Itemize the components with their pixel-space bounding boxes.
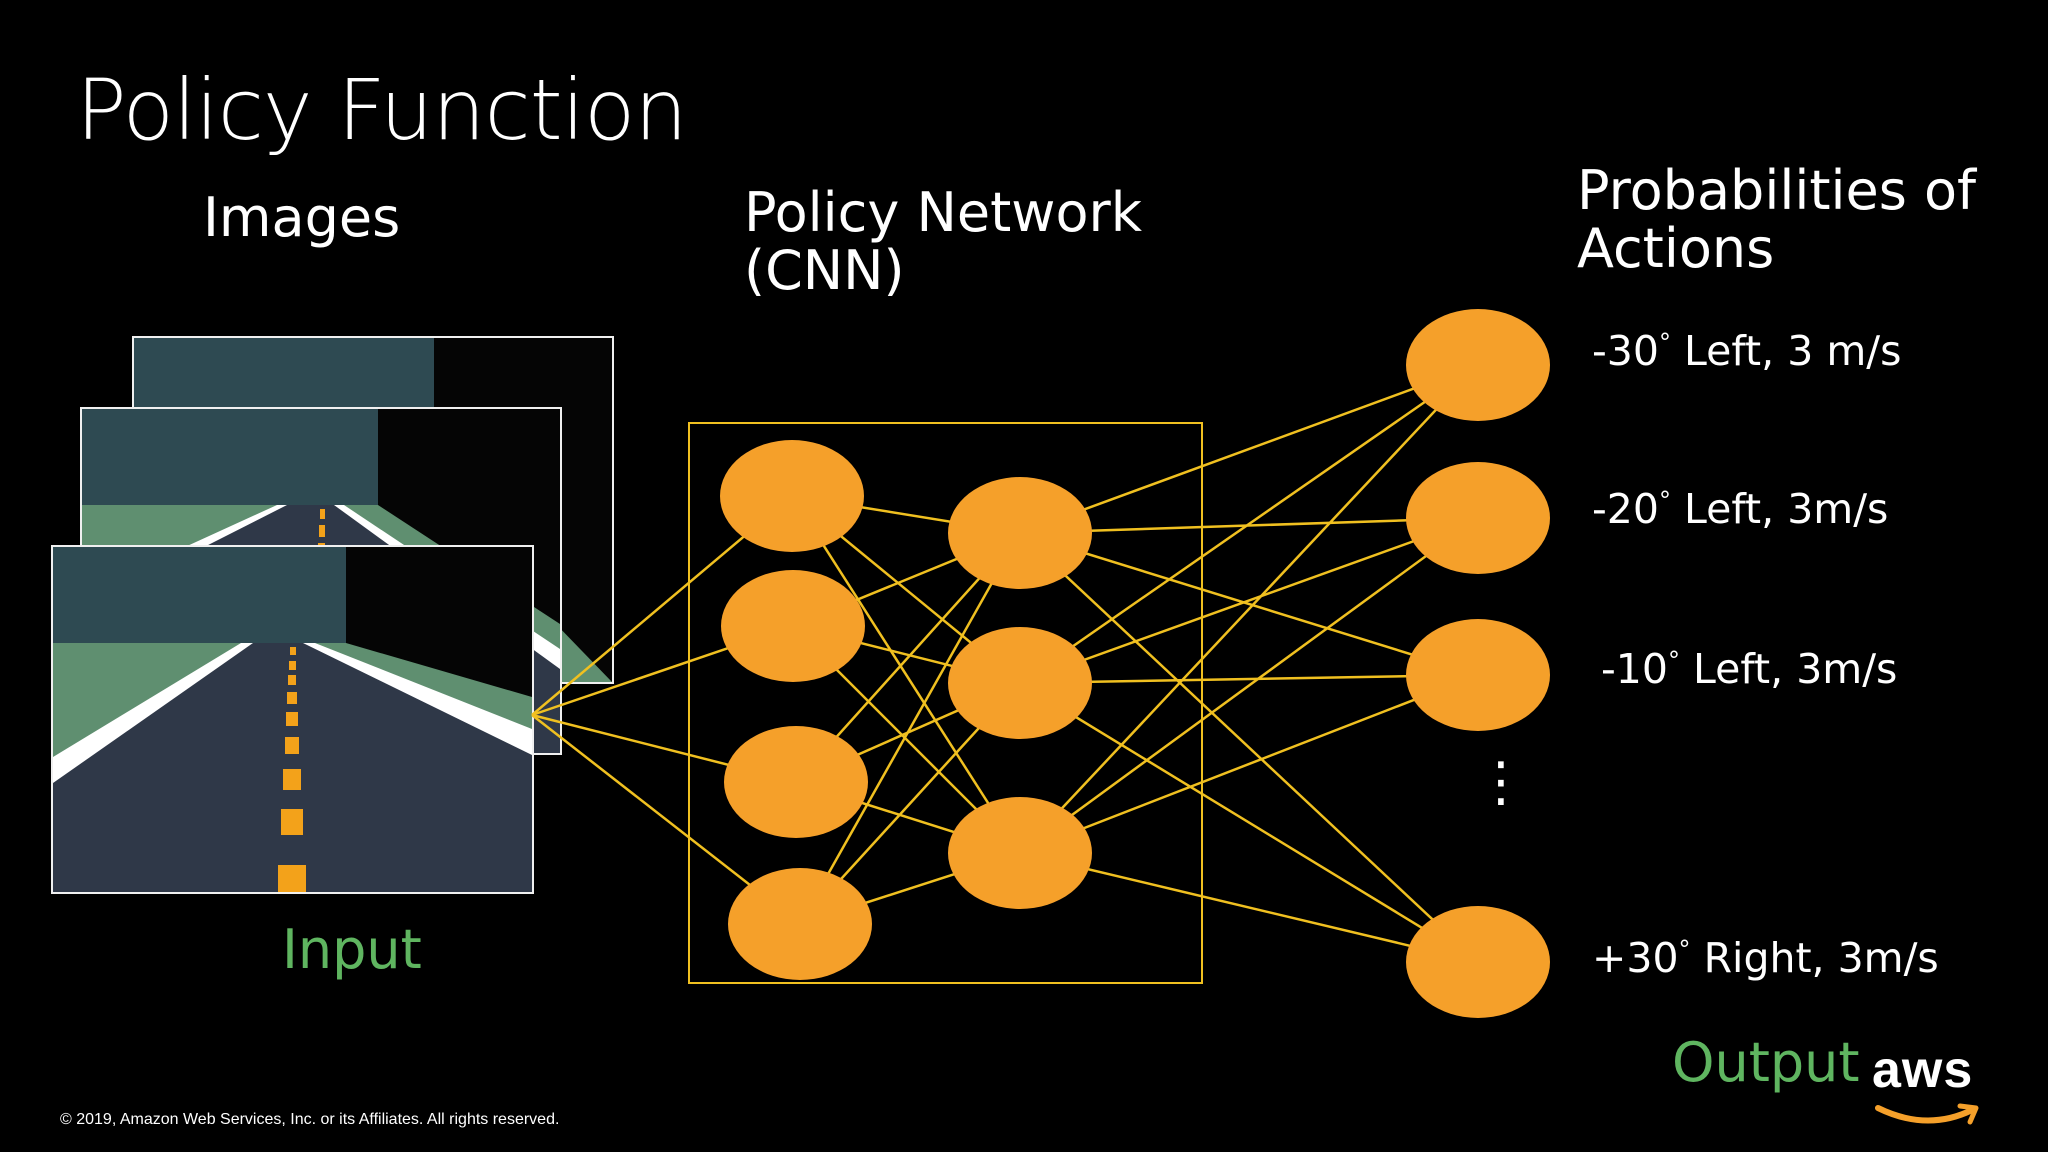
edge-l2-2-out-1 <box>1019 516 1479 855</box>
hidden-node-l2-0 <box>948 477 1092 589</box>
edge-l2-2-out-2 <box>1019 673 1479 855</box>
hidden-node-l1-2 <box>724 726 868 838</box>
action-angle: -10 <box>1601 645 1668 693</box>
action-label-2: -20° Left, 3m/s <box>1592 485 1889 533</box>
edge-l2-0-out-3 <box>1019 532 1479 963</box>
edge-l2-0-out-2 <box>1019 531 1479 677</box>
images-label: Images <box>203 186 401 249</box>
action-text: Left, 3 m/s <box>1670 327 1902 375</box>
output-node-0 <box>1406 309 1550 421</box>
edge-l1-0-l2-2 <box>790 495 1022 854</box>
policy-network-label: Policy Network (CNN) <box>744 181 1142 303</box>
hidden-node-l1-1 <box>721 570 865 682</box>
road-image-front <box>51 545 534 894</box>
action-angle: +30 <box>1592 934 1679 982</box>
ellipsis: ⋮ <box>1474 750 1528 813</box>
edge-l1-3-l2-0 <box>798 532 1022 925</box>
copyright-notice: © 2019, Amazon Web Services, Inc. or its… <box>60 1111 560 1128</box>
edge-l2-1-out-1 <box>1019 516 1479 685</box>
hidden-node-l2-2 <box>948 797 1092 909</box>
degree-unit: ° <box>1667 646 1680 675</box>
action-label-3: -10° Left, 3m/s <box>1601 645 1898 693</box>
degree-unit: ° <box>1658 328 1671 357</box>
output-label: Output <box>1672 1031 1860 1094</box>
hidden-node-l1-0 <box>720 440 864 552</box>
output-node-1 <box>1406 462 1550 574</box>
action-text: Left, 3m/s <box>1679 645 1898 693</box>
action-text: Right, 3m/s <box>1690 934 1939 982</box>
action-angle: -30 <box>1592 327 1659 375</box>
action-text: Left, 3m/s <box>1670 485 1889 533</box>
action-label-4: +30° Right, 3m/s <box>1592 934 1939 982</box>
edge-l2-1-out-2 <box>1019 673 1479 685</box>
input-label: Input <box>282 918 422 981</box>
action-label-1: -30° Left, 3 m/s <box>1592 327 1902 375</box>
hidden-node-l2-1 <box>948 627 1092 739</box>
action-angle: -20 <box>1592 485 1659 533</box>
edge-l2-1-out-3 <box>1019 681 1479 964</box>
probabilities-label: Probabilities of Actions <box>1577 159 1977 281</box>
network-nodes <box>720 309 1550 1018</box>
edge-l2-1-out-0 <box>1019 363 1479 685</box>
edge-l2-0-out-0 <box>1019 363 1479 535</box>
output-node-3 <box>1406 906 1550 1018</box>
degree-unit: ° <box>1658 486 1671 515</box>
edge-l2-2-out-3 <box>1019 851 1479 964</box>
degree-unit: ° <box>1678 935 1691 964</box>
aws-logo: aws <box>1872 1040 1982 1134</box>
output-node-2 <box>1406 619 1550 731</box>
aws-logo-text: aws <box>1872 1041 1974 1099</box>
aws-smile-icon <box>1875 1103 1979 1125</box>
hidden-node-l1-3 <box>728 868 872 980</box>
edge-l2-2-out-0 <box>1019 364 1479 854</box>
slide-title: Policy Function <box>76 61 688 159</box>
